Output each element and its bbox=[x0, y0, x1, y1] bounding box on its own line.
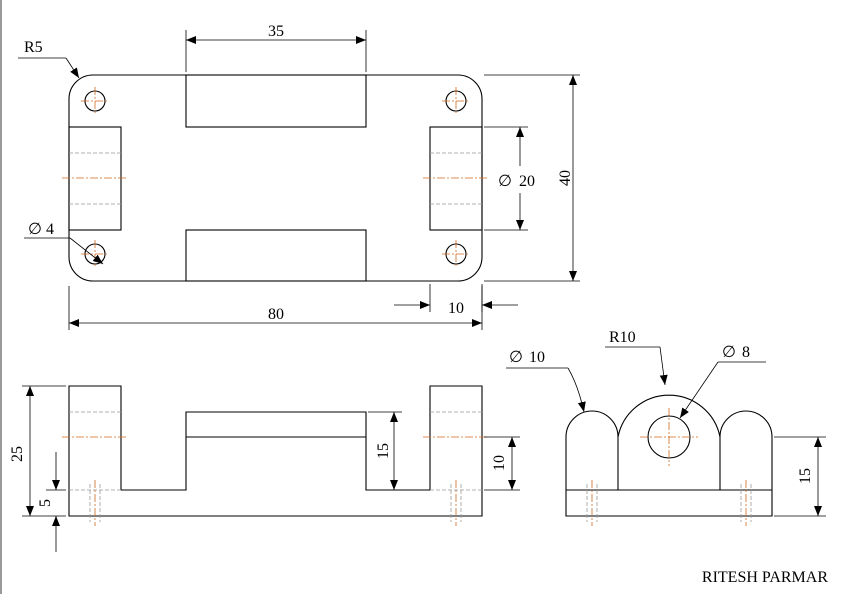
dia-8-label: 8 bbox=[742, 344, 750, 361]
dia-10-symbol: ∅ bbox=[509, 349, 523, 366]
front-view: 25 5 15 10 bbox=[9, 385, 520, 552]
front-view-outline bbox=[68, 385, 483, 517]
right-boss-outline bbox=[429, 126, 483, 231]
hole-bottom-right bbox=[442, 240, 470, 268]
dim-15-side-label: 15 bbox=[797, 468, 814, 484]
dim-25-label: 25 bbox=[9, 446, 26, 462]
dim-35-label: 35 bbox=[268, 23, 284, 40]
hole-top-left bbox=[81, 87, 109, 115]
dia-4-label: 4 bbox=[46, 221, 54, 238]
left-boss-outline bbox=[68, 126, 122, 231]
side-hole-right bbox=[740, 480, 752, 526]
side-hole-left bbox=[586, 480, 598, 526]
top-view: 35 R5 40 ∅ 20 ∅ 4 80 10 bbox=[18, 23, 580, 330]
dia-20-label: 20 bbox=[519, 173, 535, 190]
front-hole-right bbox=[450, 480, 462, 526]
dia-4-symbol: ∅ bbox=[28, 221, 42, 238]
dim-10-front-label: 10 bbox=[491, 455, 508, 471]
dim-10-top-label: 10 bbox=[448, 300, 464, 317]
dim-40-label: 40 bbox=[557, 170, 574, 186]
dim-80-label: 80 bbox=[268, 306, 284, 323]
dim-5-label: 5 bbox=[37, 499, 54, 507]
dia-20-symbol: ∅ bbox=[498, 173, 512, 190]
hole-top-right bbox=[442, 87, 470, 115]
r5-label: R5 bbox=[24, 39, 43, 56]
top-slot-upper bbox=[185, 74, 367, 128]
hole-bottom-left bbox=[81, 240, 109, 268]
top-slot-lower bbox=[185, 229, 367, 282]
side-view: ∅ 10 R10 ∅ 8 15 bbox=[506, 329, 826, 526]
top-view-base-plate bbox=[68, 74, 483, 282]
front-hole-left bbox=[89, 480, 101, 526]
dia-10-label: 10 bbox=[529, 349, 545, 366]
side-view-outline bbox=[565, 394, 773, 517]
author-name: RITESH PARMAR bbox=[702, 569, 828, 586]
dia-8-symbol: ∅ bbox=[722, 344, 736, 361]
r10-label: R10 bbox=[609, 329, 636, 346]
dim-15-front-label: 15 bbox=[375, 443, 392, 459]
